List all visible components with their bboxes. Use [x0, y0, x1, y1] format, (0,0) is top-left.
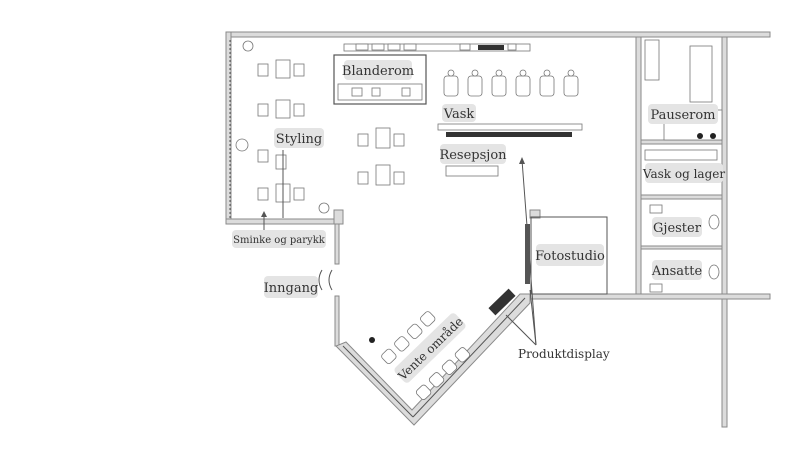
station-row-3 [257, 183, 305, 203]
label-inngang: Inngang [264, 276, 319, 298]
label-resepsjon-text: Resepsjon [439, 148, 507, 163]
label-blanderom-text: Blanderom [342, 64, 414, 79]
waiting-wing [335, 293, 531, 426]
label-pauserom-text: Pauserom [650, 108, 715, 123]
label-blanderom: Blanderom [342, 60, 414, 80]
station-row-2 [257, 99, 305, 119]
label-sminke-og-parykk: Sminke og parykk [232, 230, 326, 248]
label-vask-og-lager: Vask og lager [642, 163, 725, 183]
label-vask-text: Vask [443, 107, 475, 122]
label-vask: Vask [442, 104, 476, 122]
styling-stations [235, 40, 405, 218]
label-produktdisplay: Produktdisplay [518, 347, 610, 361]
label-ansatte: Ansatte [651, 260, 703, 280]
blanderom-enclosure [333, 54, 427, 105]
label-vask-og-lager-text: Vask og lager [642, 167, 725, 181]
entrance-doors [318, 269, 333, 291]
label-produktdisplay-text: Produktdisplay [518, 347, 610, 361]
label-pauserom: Pauserom [648, 104, 718, 124]
label-ansatte-text: Ansatte [651, 264, 703, 279]
pauserom-furniture [644, 39, 723, 141]
pointer-lines [261, 157, 537, 346]
label-sminke-og-parykk-text: Sminke og parykk [233, 235, 326, 246]
label-resepsjon: Resepsjon [439, 144, 507, 164]
waiting-plant [369, 337, 375, 343]
middle-station-2 [357, 164, 405, 186]
lager-shelf [644, 149, 718, 161]
label-gjester: Gjester [652, 217, 702, 237]
reception-counter [437, 123, 583, 177]
label-gjester-text: Gjester [653, 221, 702, 236]
toilets [649, 204, 720, 293]
station-row-4 [257, 149, 287, 170]
wash-chairs [443, 69, 579, 97]
station-row-1 [257, 59, 305, 79]
top-counter [343, 43, 531, 52]
middle-station-1 [357, 127, 405, 149]
label-fotostudio: Fotostudio [535, 244, 605, 266]
product-display-shelves [488, 224, 530, 316]
label-styling-text: Styling [276, 132, 322, 147]
label-styling: Styling [274, 128, 324, 148]
label-fotostudio-text: Fotostudio [535, 249, 605, 264]
label-inngang-text: Inngang [264, 281, 319, 296]
